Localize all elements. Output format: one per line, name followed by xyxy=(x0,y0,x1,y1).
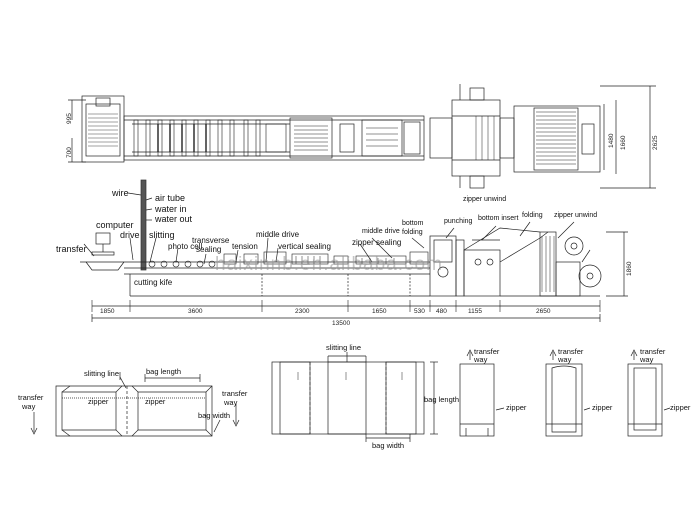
dim-1155: 1155 xyxy=(468,308,482,315)
label-water-in: water in xyxy=(155,204,187,214)
label-folding-1: folding xyxy=(402,229,423,236)
dim-2650: 2650 xyxy=(536,308,551,315)
bag-diagram-4 xyxy=(545,349,591,437)
d1-slitting-line: slitting line xyxy=(84,369,120,378)
top-view xyxy=(68,84,656,189)
bag-diagram-1 xyxy=(30,372,240,437)
label-sealing: sealing xyxy=(196,245,222,254)
d4-way: way xyxy=(558,355,572,364)
d1-bag-width: bag width xyxy=(198,411,231,420)
label-air-tube: air tube xyxy=(155,193,186,203)
d3-zipper: zipper xyxy=(506,403,527,412)
d4-transfer: transfer xyxy=(558,347,584,356)
d1-way-2: way xyxy=(224,398,238,407)
dim-530: 530 xyxy=(414,308,425,315)
label-bottom: bottom xyxy=(402,220,424,227)
label-punching: punching xyxy=(444,218,473,225)
dim-1650: 1650 xyxy=(372,308,387,315)
d3-way: way xyxy=(474,355,488,364)
label-photo-cell: photo cell xyxy=(168,242,203,251)
d1-transfer: transfer xyxy=(18,393,44,402)
label-vertical-sealing: vertical sealing xyxy=(278,242,331,251)
dim-1850: 1850 xyxy=(100,308,115,315)
label-slitting: slitting xyxy=(149,230,175,240)
label-cutting-kife: cutting kife xyxy=(134,278,173,287)
bag-diagram-2 xyxy=(271,352,438,442)
bag-diagram-3 xyxy=(459,349,505,437)
label-drive: drive xyxy=(120,230,140,240)
dim-2300: 2300 xyxy=(295,308,310,315)
dim-700: 700 xyxy=(66,147,73,158)
side-view xyxy=(80,179,628,322)
d1-zipper-b: zipper xyxy=(145,397,166,406)
dim-2625: 2625 xyxy=(652,135,659,150)
label-wire: wire xyxy=(112,188,129,198)
label-tension: tension xyxy=(232,242,258,251)
label-folding-2: folding xyxy=(522,212,543,219)
d2-bag-length: bag length xyxy=(424,395,460,404)
dim-3600: 3600 xyxy=(188,308,203,315)
d5-zipper: zipper xyxy=(670,403,691,412)
dim-480: 480 xyxy=(436,308,447,315)
d3-transfer: transfer xyxy=(474,347,500,356)
dim-995: 995 xyxy=(66,113,73,124)
d2-bag-width: bag width xyxy=(372,441,405,450)
d5-way: way xyxy=(640,355,654,364)
d1-bag-length: bag length xyxy=(146,367,182,376)
d1-zipper-a: zipper xyxy=(88,397,109,406)
label-transverse: transverse xyxy=(192,236,230,245)
label-middle-drive-2: middle drive xyxy=(362,228,400,235)
label-zipper-unwind-2: zipper unwind xyxy=(463,196,507,203)
d2-slitting-line: slitting line xyxy=(326,343,362,352)
dim-total-13500: 13500 xyxy=(332,320,351,327)
d1-transfer-2: transfer xyxy=(222,389,248,398)
dim-1860: 1860 xyxy=(626,261,633,276)
label-transfer: transfer xyxy=(56,244,87,254)
label-zipper-unwind-1: zipper unwind xyxy=(554,212,598,219)
label-middle-drive-1: middle drive xyxy=(256,230,300,239)
label-water-out: water out xyxy=(155,214,193,224)
bag-diagram-5 xyxy=(627,349,671,437)
d4-zipper: zipper xyxy=(592,403,613,412)
watermark-text: haixinnb.en.alibaba.com xyxy=(215,254,443,275)
label-zipper-sealing: zipper sealing xyxy=(352,238,402,247)
dim-1660: 1660 xyxy=(620,135,627,150)
d5-transfer: transfer xyxy=(640,347,666,356)
label-bottom-insert: bottom insert xyxy=(478,215,519,222)
d1-way: way xyxy=(22,402,36,411)
dim-1480: 1480 xyxy=(608,133,615,148)
label-computer: computer xyxy=(96,220,134,230)
